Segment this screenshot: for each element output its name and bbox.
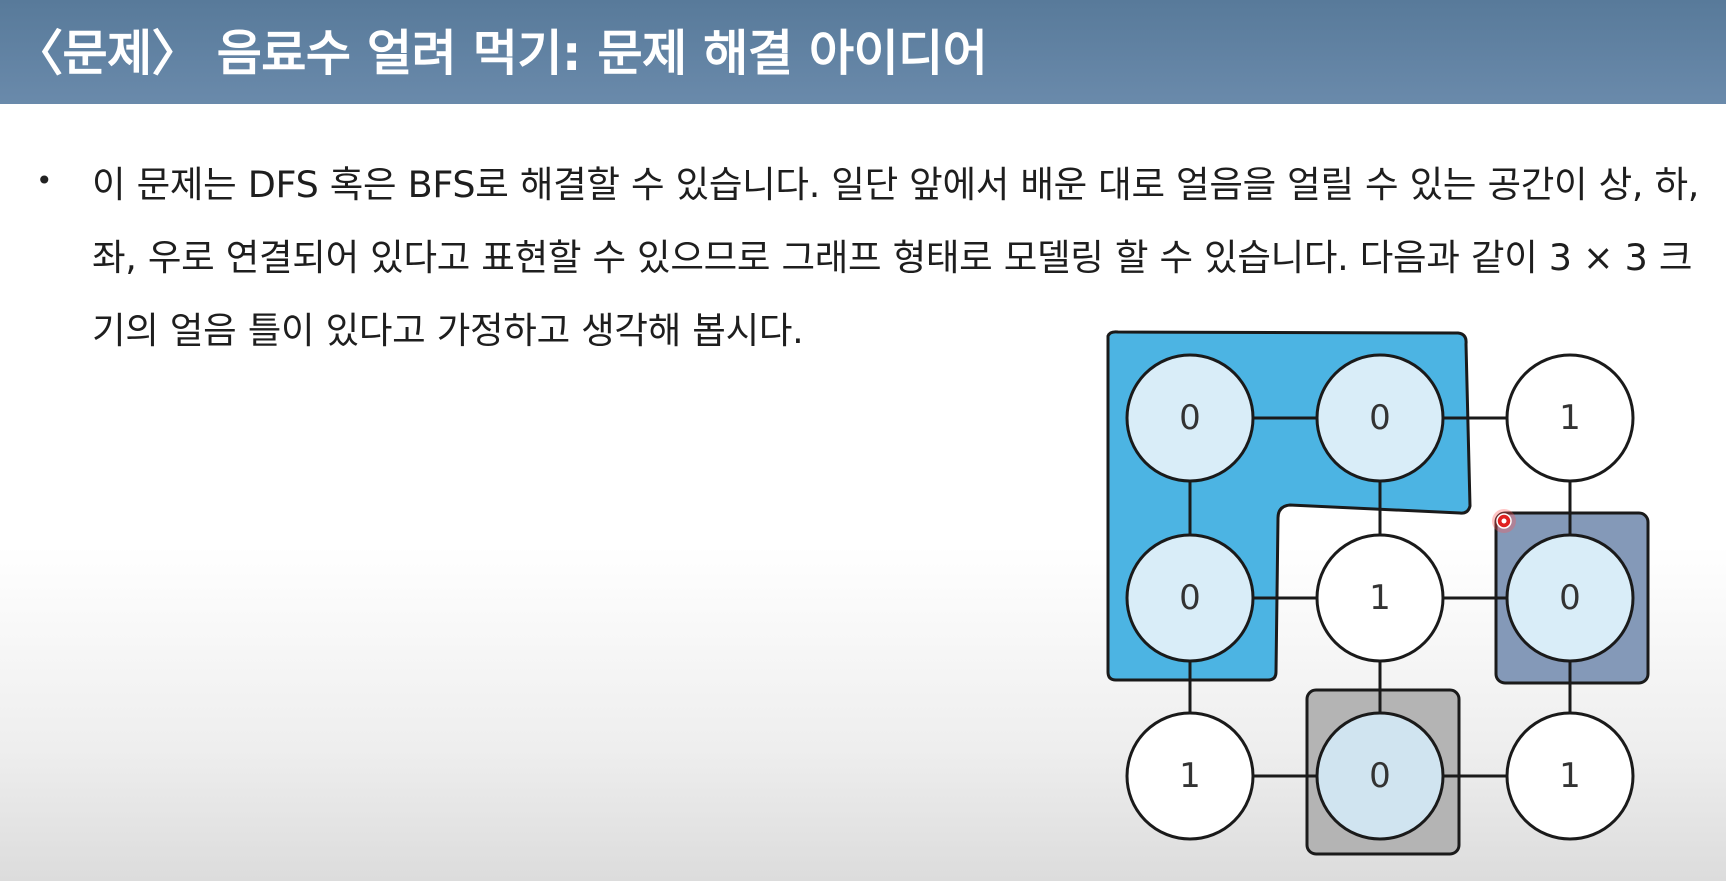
node-value: 0 xyxy=(1369,398,1391,438)
graph-node: 1 xyxy=(1505,711,1635,841)
graph-node: 1 xyxy=(1505,353,1635,483)
node-value: 0 xyxy=(1179,578,1201,618)
bullet-point-icon: • xyxy=(36,164,53,197)
graph-node: 1 xyxy=(1315,533,1445,663)
node-value: 1 xyxy=(1369,578,1391,618)
graph-node: 0 xyxy=(1315,711,1445,841)
node-value: 1 xyxy=(1179,756,1201,796)
ice-tray-graph-diagram: 0 0 1 0 1 0 1 0 1 xyxy=(1106,330,1650,856)
node-value: 0 xyxy=(1179,398,1201,438)
graph-node: 0 xyxy=(1315,353,1445,483)
explanation-paragraph: 이 문제는 DFS 혹은 BFS로 해결할 수 있습니다. 일단 앞에서 배운 … xyxy=(92,163,1700,352)
graph-node: 1 xyxy=(1125,711,1255,841)
graph-node: 0 xyxy=(1505,533,1635,663)
laser-pointer-icon xyxy=(1492,509,1516,533)
slide-title: 〈문제〉 음료수 얼려 먹기: 문제 해결 아이디어 xyxy=(14,25,988,82)
node-value: 1 xyxy=(1559,398,1581,438)
node-value: 0 xyxy=(1559,578,1581,618)
title-bar: 〈문제〉 음료수 얼려 먹기: 문제 해결 아이디어 xyxy=(0,0,1726,104)
node-value: 0 xyxy=(1369,756,1391,796)
graph-node: 0 xyxy=(1125,533,1255,663)
node-value: 1 xyxy=(1559,756,1581,796)
graph-node: 0 xyxy=(1125,353,1255,483)
